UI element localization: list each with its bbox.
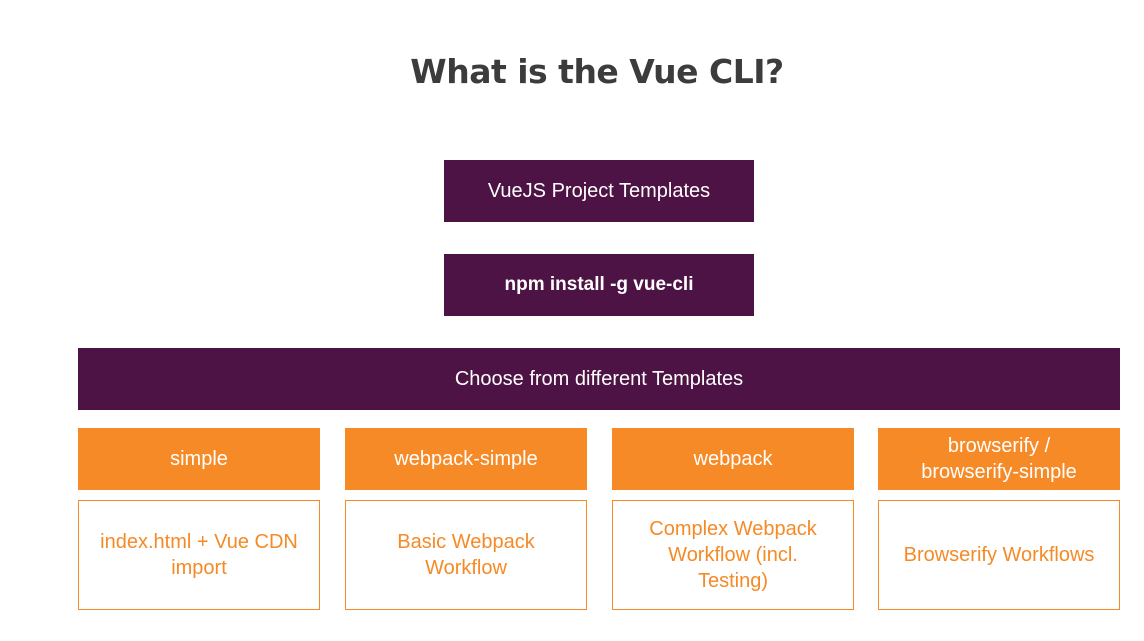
template-name: webpack <box>693 448 773 470</box>
template-webpack: webpack <box>612 428 854 490</box>
template-name: browserify / browserify-simple <box>921 435 1077 483</box>
choose-templates-label: Choose from different Templates <box>454 368 744 390</box>
install-command-box: npm install -g vue-cli <box>444 254 754 316</box>
template-webpack-simple: webpack-simple <box>345 428 587 490</box>
choose-templates-bar: Choose from different Templates <box>78 348 1120 410</box>
template-simple: simple <box>78 428 320 490</box>
description-browserify: Browserify Workflows <box>878 500 1120 610</box>
install-command-label: npm install -g vue-cli <box>504 273 694 295</box>
template-browserify: browserify / browserify-simple <box>878 428 1120 490</box>
template-name: simple <box>170 448 228 470</box>
project-templates-box: VueJS Project Templates <box>444 160 754 222</box>
template-description: Complex Webpack Workflow (incl. Testing) <box>649 518 817 592</box>
template-name: webpack-simple <box>394 448 538 470</box>
template-description: Basic Webpack Workflow <box>397 531 535 579</box>
description-webpack-simple: Basic Webpack Workflow <box>345 500 587 610</box>
project-templates-label: VueJS Project Templates <box>487 180 711 202</box>
description-webpack: Complex Webpack Workflow (incl. Testing) <box>612 500 854 610</box>
template-description: index.html + Vue CDN import <box>100 531 298 579</box>
description-simple: index.html + Vue CDN import <box>78 500 320 610</box>
slide-title: What is the Vue CLI? <box>410 52 784 91</box>
template-description: Browserify Workflows <box>903 544 1095 566</box>
